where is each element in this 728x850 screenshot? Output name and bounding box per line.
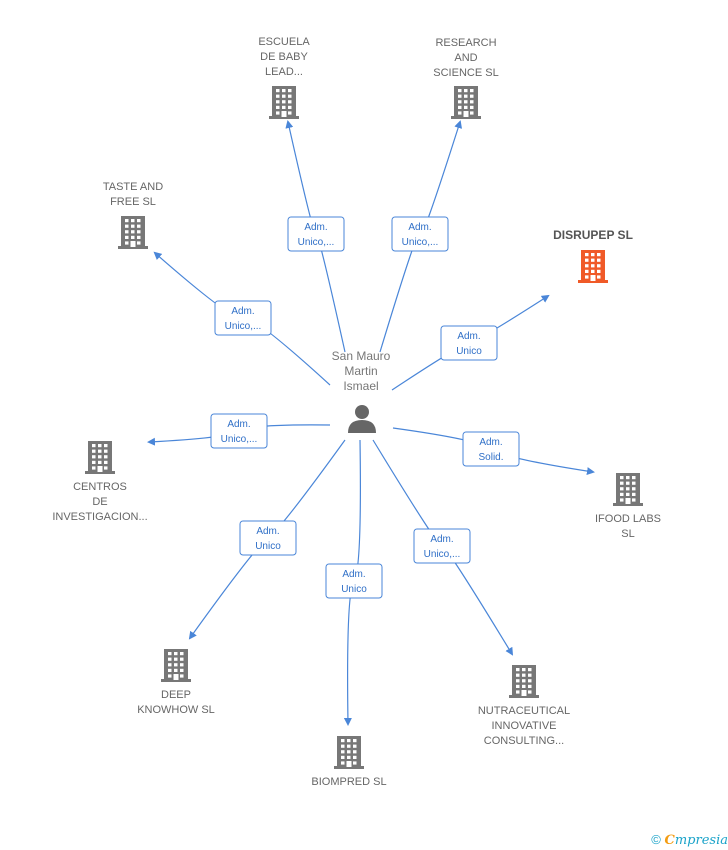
company-label-disrupep[interactable]: DISRUPEP SL bbox=[553, 228, 633, 242]
role-label-disrupep[interactable]: Adm. Unico bbox=[440, 325, 498, 361]
role-text: Unico bbox=[341, 584, 367, 595]
role-text: Unico,... bbox=[221, 434, 258, 445]
company-name-line: BIOMPRED SL bbox=[311, 776, 386, 788]
company-name-line: CENTROS bbox=[73, 481, 127, 493]
role-text: Unico bbox=[255, 541, 281, 552]
role-box[interactable] bbox=[239, 520, 297, 556]
role-text: Adm. bbox=[227, 419, 250, 430]
role-label-centros[interactable]: Adm. Unico,... bbox=[210, 413, 268, 449]
role-box[interactable] bbox=[287, 216, 345, 252]
building-icon-ifood[interactable] bbox=[613, 473, 643, 506]
empresia-logo: Cmpresia bbox=[665, 833, 728, 848]
copyright-icon: © bbox=[651, 832, 661, 847]
role-text: Adm. bbox=[457, 331, 480, 342]
company-name-line: DISRUPEP SL bbox=[553, 228, 633, 242]
company-name-line: FREE SL bbox=[110, 196, 156, 208]
role-text: Adm. bbox=[408, 222, 431, 233]
company-name-line: INVESTIGACION... bbox=[52, 511, 147, 523]
role-box[interactable] bbox=[214, 300, 272, 336]
company-label-ifood[interactable]: IFOOD LABS SL bbox=[595, 513, 661, 540]
role-label-ifood[interactable]: Adm. Solid. bbox=[462, 431, 520, 467]
company-name-line: TASTE AND bbox=[103, 181, 163, 193]
role-text: Unico,... bbox=[298, 237, 335, 248]
role-text: Unico,... bbox=[424, 549, 461, 560]
person-name-line: San Mauro bbox=[332, 349, 391, 363]
company-label-centros[interactable]: CENTROS DE INVESTIGACION... bbox=[52, 481, 147, 523]
role-box[interactable] bbox=[462, 431, 520, 467]
company-label-research[interactable]: RESEARCH AND SCIENCE SL bbox=[433, 37, 498, 79]
company-name-line: DE BABY bbox=[260, 51, 308, 63]
role-text: Adm. bbox=[430, 534, 453, 545]
company-label-deep[interactable]: DEEP KNOWHOW SL bbox=[137, 689, 215, 716]
company-label-escuela[interactable]: ESCUELA DE BABY LEAD... bbox=[258, 36, 310, 78]
role-text: Adm. bbox=[256, 526, 279, 537]
building-icon-nutraceutical[interactable] bbox=[509, 665, 539, 698]
person-name-line: Ismael bbox=[343, 379, 378, 393]
role-text: Unico,... bbox=[402, 237, 439, 248]
role-box[interactable] bbox=[325, 563, 383, 599]
company-name-line: ESCUELA bbox=[258, 36, 310, 48]
role-box[interactable] bbox=[210, 413, 268, 449]
role-text: Adm. bbox=[479, 437, 502, 448]
company-name-line: LEAD... bbox=[265, 66, 303, 78]
role-label-taste[interactable]: Adm. Unico,... bbox=[214, 300, 272, 336]
role-box[interactable] bbox=[391, 216, 449, 252]
building-icon-deep[interactable] bbox=[161, 649, 191, 682]
role-text: Adm. bbox=[342, 569, 365, 580]
building-icon-biompred[interactable] bbox=[334, 736, 364, 769]
role-label-deep[interactable]: Adm. Unico bbox=[239, 520, 297, 556]
role-box[interactable] bbox=[440, 325, 498, 361]
company-name-line: NUTRACEUTICAL bbox=[478, 705, 570, 717]
building-icon-research[interactable] bbox=[451, 86, 481, 119]
building-icon-escuela[interactable] bbox=[269, 86, 299, 119]
company-label-taste[interactable]: TASTE AND FREE SL bbox=[103, 181, 163, 208]
company-label-biompred[interactable]: BIOMPRED SL bbox=[311, 776, 386, 788]
company-name-line: AND bbox=[454, 52, 477, 64]
role-text: Unico,... bbox=[225, 321, 262, 332]
role-text: Adm. bbox=[231, 306, 254, 317]
empresia-logo-text: mpresia bbox=[674, 833, 728, 848]
company-label-nutraceutical[interactable]: NUTRACEUTICAL INNOVATIVE CONSULTING... bbox=[478, 705, 570, 747]
footer-brand: © Cmpresia bbox=[651, 832, 728, 848]
person-name-line: Martin bbox=[344, 364, 377, 378]
company-name-line: DEEP bbox=[161, 689, 191, 701]
role-label-escuela[interactable]: Adm. Unico,... bbox=[287, 216, 345, 252]
person-icon bbox=[348, 405, 376, 433]
role-label-biompred[interactable]: Adm. Unico bbox=[325, 563, 383, 599]
role-text: Unico bbox=[456, 346, 482, 357]
company-name-line: IFOOD LABS bbox=[595, 513, 661, 525]
company-name-line: SL bbox=[621, 528, 634, 540]
building-icon-taste[interactable] bbox=[118, 216, 148, 249]
role-box[interactable] bbox=[413, 528, 471, 564]
role-text: Solid. bbox=[478, 452, 503, 463]
building-icon-centros[interactable] bbox=[85, 441, 115, 474]
empresia-logo-initial: C bbox=[664, 833, 675, 848]
role-label-research[interactable]: Adm. Unico,... bbox=[391, 216, 449, 252]
company-name-line: RESEARCH bbox=[435, 37, 496, 49]
role-label-nutraceutical[interactable]: Adm. Unico,... bbox=[413, 528, 471, 564]
building-icon-disrupep[interactable] bbox=[578, 250, 608, 283]
company-name-line: KNOWHOW SL bbox=[137, 704, 215, 716]
company-name-line: CONSULTING... bbox=[484, 735, 564, 747]
company-name-line: INNOVATIVE bbox=[492, 720, 557, 732]
company-name-line: SCIENCE SL bbox=[433, 67, 498, 79]
company-name-line: DE bbox=[92, 496, 107, 508]
role-text: Adm. bbox=[304, 222, 327, 233]
